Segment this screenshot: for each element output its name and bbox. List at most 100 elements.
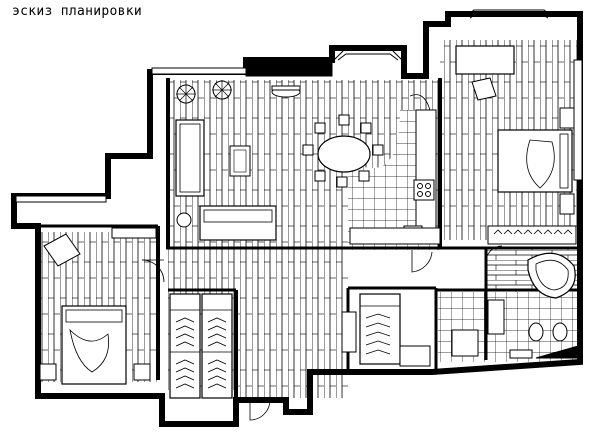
chair-icon bbox=[314, 170, 326, 182]
hanger bbox=[175, 333, 195, 339]
shelf bbox=[111, 227, 157, 239]
armchair-icon bbox=[471, 77, 497, 101]
wardrobe-frame bbox=[201, 293, 233, 399]
wardrobe-frame bbox=[359, 293, 401, 365]
bed-icon bbox=[69, 328, 110, 373]
window-icon bbox=[469, 12, 549, 19]
wardrobes bbox=[169, 293, 431, 399]
hanger bbox=[493, 229, 503, 235]
toilet-icon bbox=[528, 322, 544, 342]
wardrobe-left bbox=[169, 293, 201, 399]
lamp-icon bbox=[271, 85, 301, 91]
bath-shelf bbox=[509, 349, 533, 359]
leaf bbox=[178, 86, 187, 95]
door-icon bbox=[485, 245, 503, 263]
floor-kitchen bbox=[348, 110, 436, 250]
hanger bbox=[207, 367, 227, 373]
chair-icon bbox=[314, 122, 326, 134]
chair-icon bbox=[302, 144, 314, 156]
bathtub-icon bbox=[535, 259, 569, 291]
shoe-rack bbox=[399, 345, 431, 367]
leaf bbox=[214, 89, 223, 98]
window-icon bbox=[573, 59, 583, 181]
nightstand bbox=[133, 363, 151, 381]
nightstand bbox=[559, 107, 575, 129]
sink-icon bbox=[487, 299, 505, 335]
door-icon bbox=[411, 250, 433, 273]
floor-hall-lower bbox=[236, 248, 348, 398]
hanger bbox=[175, 325, 195, 331]
sofa-icon bbox=[179, 123, 201, 193]
hanger bbox=[365, 322, 391, 328]
hanger bbox=[175, 341, 195, 347]
bed-icon bbox=[559, 133, 569, 189]
hanger bbox=[533, 229, 543, 235]
living-room bbox=[175, 80, 384, 241]
stove-burner bbox=[425, 191, 431, 197]
leaf bbox=[221, 82, 230, 91]
hanger bbox=[175, 317, 195, 323]
stove-icon bbox=[413, 179, 435, 201]
hanger bbox=[513, 229, 523, 235]
windows bbox=[15, 9, 583, 203]
chair-icon bbox=[372, 144, 384, 156]
hanger bbox=[175, 367, 195, 373]
kitchen-counter-bottom bbox=[349, 227, 441, 245]
stove-burner bbox=[425, 183, 431, 189]
toilet-icon bbox=[552, 322, 568, 342]
hanger bbox=[563, 229, 573, 235]
armchair-icon bbox=[43, 233, 81, 267]
wall-mass bbox=[245, 59, 333, 77]
plant-icon bbox=[212, 80, 232, 100]
dining-table-icon bbox=[317, 135, 371, 173]
stove-burner bbox=[417, 191, 423, 197]
kitchen bbox=[349, 109, 441, 245]
hanger bbox=[207, 317, 227, 323]
wardrobe-center bbox=[341, 293, 431, 367]
nightstand bbox=[39, 363, 57, 381]
hanger bbox=[207, 333, 227, 339]
washing-machine bbox=[451, 329, 479, 357]
bench bbox=[341, 311, 357, 353]
plant-icon bbox=[176, 84, 196, 104]
window-icon bbox=[465, 9, 553, 17]
stove-burner bbox=[417, 183, 423, 189]
leaf bbox=[178, 93, 187, 102]
hanger bbox=[175, 359, 195, 365]
nightstand bbox=[559, 193, 575, 215]
hanger bbox=[365, 331, 391, 337]
leaf bbox=[221, 89, 230, 98]
hanger bbox=[207, 359, 227, 365]
plant-icon bbox=[176, 212, 192, 228]
wardrobe-left bbox=[201, 293, 233, 399]
hanger bbox=[207, 341, 227, 347]
hanger bbox=[175, 383, 195, 389]
hanger bbox=[207, 375, 227, 381]
leaf bbox=[214, 82, 223, 91]
bed-icon bbox=[526, 139, 555, 189]
hanger bbox=[365, 349, 391, 355]
hanger bbox=[553, 229, 563, 235]
plan-title: эскиз планировки bbox=[12, 4, 143, 19]
hanger bbox=[207, 325, 227, 331]
leaf bbox=[185, 93, 194, 102]
door-icon bbox=[409, 94, 431, 111]
coffee-table bbox=[233, 149, 247, 173]
chair-icon bbox=[336, 176, 348, 188]
hanger bbox=[503, 229, 513, 235]
leaf bbox=[185, 86, 194, 95]
hanger bbox=[365, 340, 391, 346]
wardrobe-frame bbox=[169, 293, 201, 399]
hanger bbox=[207, 383, 227, 389]
hanger bbox=[523, 229, 533, 235]
window-icon bbox=[15, 195, 107, 203]
window-icon bbox=[151, 67, 247, 75]
hanger bbox=[543, 229, 553, 235]
window-icon bbox=[337, 53, 399, 61]
wardrobe-rail bbox=[487, 225, 577, 245]
hanger bbox=[365, 313, 391, 319]
doors bbox=[141, 94, 503, 421]
stair-mark bbox=[535, 345, 579, 359]
chair-icon bbox=[338, 114, 350, 126]
bedroom-right bbox=[455, 45, 577, 245]
